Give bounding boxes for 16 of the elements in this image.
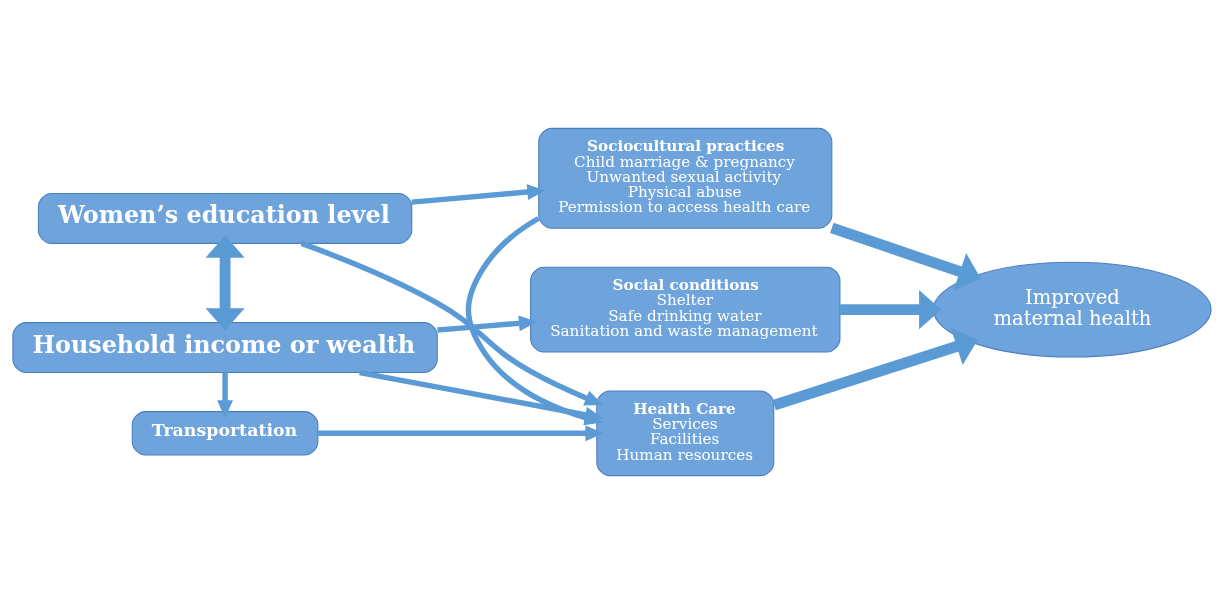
node-box: Health Care Services Facilities Human resources [596, 389, 775, 476]
arrow [840, 289, 942, 329]
node-box: Transportation [131, 410, 319, 456]
arrow [772, 327, 978, 410]
arrow [830, 222, 982, 290]
node-box: Sociocultural practices Child marriage & pregnancy Unwanted sexual activity Physical abuse Permission to access health care [538, 127, 833, 229]
arrow [411, 183, 546, 205]
arrow [217, 372, 234, 418]
arrow [318, 424, 604, 441]
node-box: Women’s education level [37, 192, 413, 244]
arrow [300, 240, 603, 405]
node-box: Social conditions Shelter Safe drinking water Sanitation and waste management [530, 266, 841, 352]
arrow [205, 234, 245, 331]
arrow [437, 314, 538, 333]
node-ellipse: Improved maternal health [932, 261, 1212, 358]
node-box: Household income or wealth [12, 321, 438, 373]
